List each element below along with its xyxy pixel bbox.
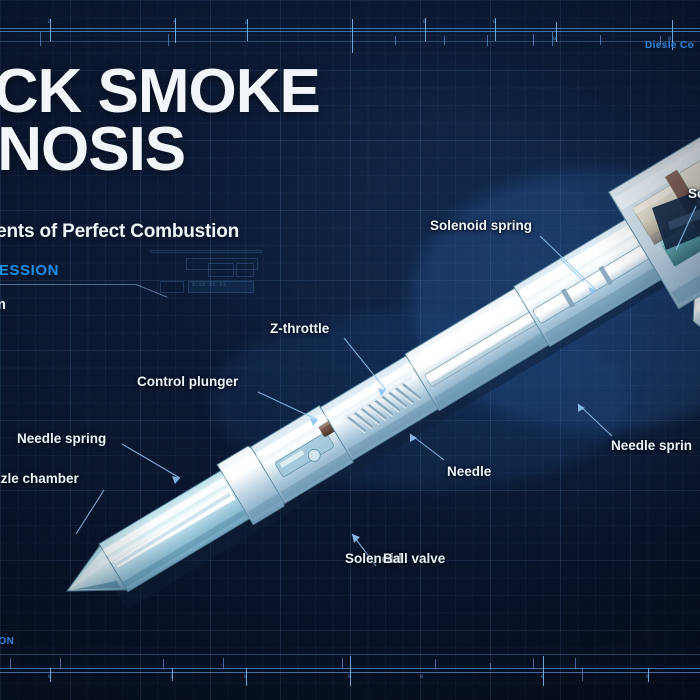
corner-brand-bottom-left: ESSION <box>0 636 15 647</box>
callout-control-plunger: Control plunger <box>137 374 239 389</box>
tagline: COMPRESSION <box>0 262 60 279</box>
hud-text: 0.01 02 03 <box>192 282 227 288</box>
page-subtitle: lements of Perfect Combustion <box>0 221 240 242</box>
callout-z-throttle: Z-throttle <box>270 321 330 336</box>
callout-needle-spring-right: Needle sprin <box>611 438 693 453</box>
callout-needle-spring-left: Needle spring <box>17 431 107 446</box>
callout-ball-valve: Ball valve <box>383 551 446 566</box>
callout-solenoid-top-right: So <box>688 186 700 201</box>
title-line-2: GNOSIS <box>0 115 186 185</box>
callout-needle: Needle <box>447 464 492 479</box>
callout-solenoid-overlap: Solenoid <box>345 551 402 566</box>
corner-brand-top-right: Diesle Co <box>645 40 695 51</box>
hud-block <box>188 281 254 293</box>
page-title: ACK SMOKE GNOSIS <box>0 61 370 185</box>
tagline-rule <box>0 284 136 285</box>
symptom-label: mptom <box>0 296 6 313</box>
callout-nozzle-chamber: zzle chamber <box>0 471 79 486</box>
title-line-1: ACK SMOKE <box>0 57 321 126</box>
callout-solenoid-spring: Solenoid spring <box>430 218 533 233</box>
